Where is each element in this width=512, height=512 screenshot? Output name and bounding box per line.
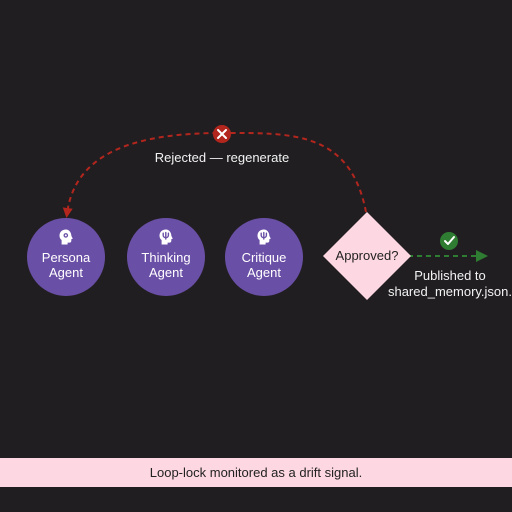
publish-label-line1: Published to xyxy=(414,268,486,283)
check-circle-icon xyxy=(440,232,458,250)
critique-agent-node: Critique Agent xyxy=(225,218,303,296)
decision-label: Approved? xyxy=(335,248,399,263)
publish-label-line2: shared_memory.json. xyxy=(387,284,512,299)
agent-label: Critique Agent xyxy=(241,250,287,280)
decision-diamond xyxy=(323,212,411,300)
reject-loop-arrow xyxy=(62,131,367,218)
head-gear-icon xyxy=(59,229,73,245)
footer-text: Loop-lock monitored as a drift signal. xyxy=(149,465,363,480)
agent-label: Persona Agent xyxy=(41,250,91,280)
head-check-icon xyxy=(257,229,271,245)
reject-label: Rejected — regenerate xyxy=(154,150,290,165)
decision-node: Approved? xyxy=(329,218,405,294)
head-brain-icon xyxy=(159,229,173,245)
persona-agent-node: Persona Agent xyxy=(27,218,105,296)
footer-banner: Loop-lock monitored as a drift signal. xyxy=(0,458,512,487)
agent-label: Thinking Agent xyxy=(141,250,191,280)
x-circle-icon xyxy=(213,125,231,143)
publish-label: Published to shared_memory.json. xyxy=(384,268,512,300)
thinking-agent-node: Thinking Agent xyxy=(127,218,205,296)
